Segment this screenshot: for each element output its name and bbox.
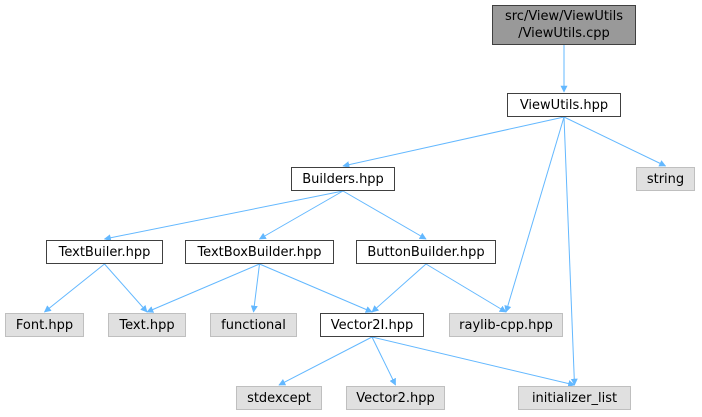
vector2i-hpp-label: Vector2I.hpp [330,317,414,333]
edge-textboxbuilder_hpp-to-vector2i_hpp [259,263,373,313]
node-text-hpp[interactable]: Text.hpp [108,313,186,337]
root-line-2: /ViewUtils.cpp [518,26,610,41]
edge-vector2i_hpp-to-stdexcept [278,336,373,386]
string-label: string [646,171,685,187]
raylib-cpp-hpp-label: raylib-cpp.hpp [459,317,553,333]
edge-buttonbuilder_hpp-to-raylib_cpp_hpp [425,263,507,313]
builders-hpp-label: Builders.hpp [302,171,384,187]
edge-vector2i_hpp-to-vector2_hpp [371,336,396,386]
font-hpp-label: Font.hpp [15,317,74,333]
edge-viewutils_hpp-to-builders_hpp [342,116,565,169]
node-functional[interactable]: functional [210,313,297,337]
edge-buttonbuilder_hpp-to-vector2i_hpp [371,263,427,313]
node-viewutils-hpp[interactable]: ViewUtils.hpp [507,93,621,117]
buttonbuilder-hpp-label: ButtonBuilder.hpp [367,244,485,260]
node-vector2-hpp[interactable]: Vector2.hpp [346,386,445,410]
node-string[interactable]: string [636,167,695,191]
edge-textbuiler_hpp-to-text_hpp [104,263,148,313]
textbuiler-hpp-label: TextBuiler.hpp [58,244,151,260]
initializer-list-label: initializer_list [531,390,618,406]
node-vector2i-hpp[interactable]: Vector2I.hpp [320,313,424,337]
node-buttonbuilder-hpp[interactable]: ButtonBuilder.hpp [356,240,496,264]
edge-builders_hpp-to-textbuiler_hpp [103,190,344,242]
edge-textboxbuilder_hpp-to-functional [250,263,260,313]
functional-label: functional [221,317,286,333]
stdexcept-label: stdexcept [247,390,311,406]
edge-viewutils_hpp-to-string [563,116,667,167]
edge-viewutils_hpp-to-initializer_list [563,116,578,386]
edge-builders_hpp-to-textboxbuilder_hpp [258,190,344,240]
textboxbuilder-hpp-label: TextBoxBuilder.hpp [197,244,322,260]
edge-viewutils_hpp-to-raylib_cpp_hpp [504,116,565,313]
root-line-1: src/View/ViewUtils [504,9,624,24]
edge-vector2i_hpp-to-initializer_list [371,336,576,387]
node-textbuiler-hpp[interactable]: TextBuiler.hpp [46,240,163,264]
edge-textbuiler_hpp-to-font_hpp [43,263,105,313]
node-root-viewutils-cpp[interactable]: src/View/ViewUtils /ViewUtils.cpp [492,5,636,45]
node-initializer-list[interactable]: initializer_list [518,386,631,410]
text-hpp-label: Text.hpp [119,317,175,333]
vector2-hpp-label: Vector2.hpp [356,390,435,406]
node-font-hpp[interactable]: Font.hpp [5,313,84,337]
edge-textboxbuilder_hpp-to-text_hpp [146,263,260,313]
edge-builders_hpp-to-buttonbuilder_hpp [342,190,427,240]
node-stdexcept[interactable]: stdexcept [236,386,322,410]
node-raylib-cpp-hpp[interactable]: raylib-cpp.hpp [449,313,563,337]
node-builders-hpp[interactable]: Builders.hpp [291,167,395,191]
viewutils-hpp-label: ViewUtils.hpp [519,97,609,113]
node-textboxbuilder-hpp[interactable]: TextBoxBuilder.hpp [185,240,334,264]
